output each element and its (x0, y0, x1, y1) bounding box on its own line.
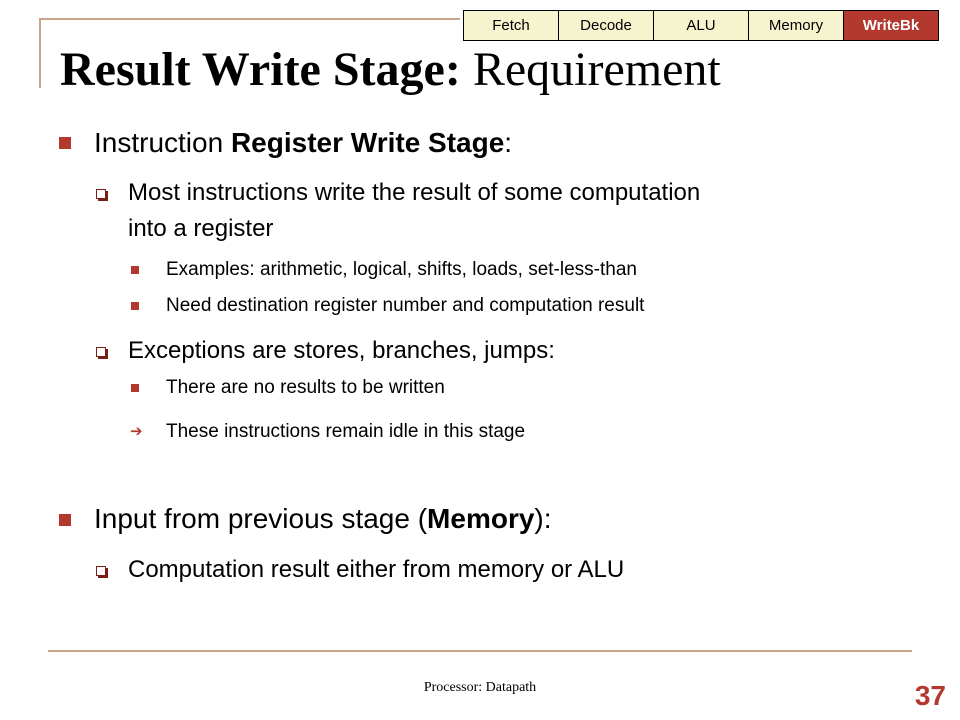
subsubbullet-need-destination: Need destination register number and com… (166, 295, 645, 316)
title-rest: Requirement (460, 43, 721, 96)
bullet-square-icon (131, 384, 139, 392)
box-bullet-icon (96, 347, 106, 357)
subbullet-computation-result: Computation result either from memory or… (128, 556, 625, 583)
tab-memory: Memory (748, 10, 844, 41)
tab-decode: Decode (558, 10, 654, 41)
bullet-input-from-previous: Input from previous stage (Memory): (94, 502, 552, 536)
bullet-text: ): (534, 503, 552, 534)
bullet-bold-text: Memory (427, 503, 535, 534)
subsubbullet-no-results: There are no results to be written (166, 377, 445, 398)
page-number: 37 (914, 680, 946, 711)
bullet-square-icon (131, 266, 139, 274)
bullet-text: Instruction (94, 127, 231, 158)
bullet-text: Input from previous stage ( (94, 503, 428, 534)
bullet-square-icon (131, 302, 139, 310)
bullet-square-icon (59, 137, 71, 149)
bullet-register-write-stage: Instruction Register Write Stage: (94, 126, 512, 160)
tab-fetch: Fetch (463, 10, 559, 41)
box-bullet-icon (96, 189, 106, 199)
frame-top-line (39, 18, 460, 20)
frame-left-line (39, 18, 41, 88)
tab-alu: ALU (653, 10, 749, 41)
bullet-square-icon (59, 514, 71, 526)
stage-tabs: Fetch Decode ALU Memory WriteBk (463, 10, 939, 41)
box-bullet-icon (96, 566, 106, 576)
bullet-text: : (504, 127, 513, 158)
subbullet-most-instructions-cont: into a register (128, 215, 274, 242)
footer-title: Processor: Datapath (423, 680, 537, 695)
subbullet-most-instructions: Most instructions write the result of so… (128, 179, 701, 206)
subsubbullet-examples: Examples: arithmetic, logical, shifts, l… (166, 259, 637, 280)
footer-divider (48, 650, 912, 652)
slide-title: Result Write Stage: Requirement (60, 36, 721, 104)
title-bold: Result Write Stage: (60, 43, 461, 96)
subsubbullet-remain-idle: These instructions remain idle in this s… (166, 421, 526, 442)
tab-writebk: WriteBk (843, 10, 939, 41)
bullet-bold-text: Register Write Stage (230, 127, 505, 158)
subbullet-exceptions: Exceptions are stores, branches, jumps: (128, 337, 555, 364)
right-arrow-icon: ➔ (130, 423, 143, 440)
